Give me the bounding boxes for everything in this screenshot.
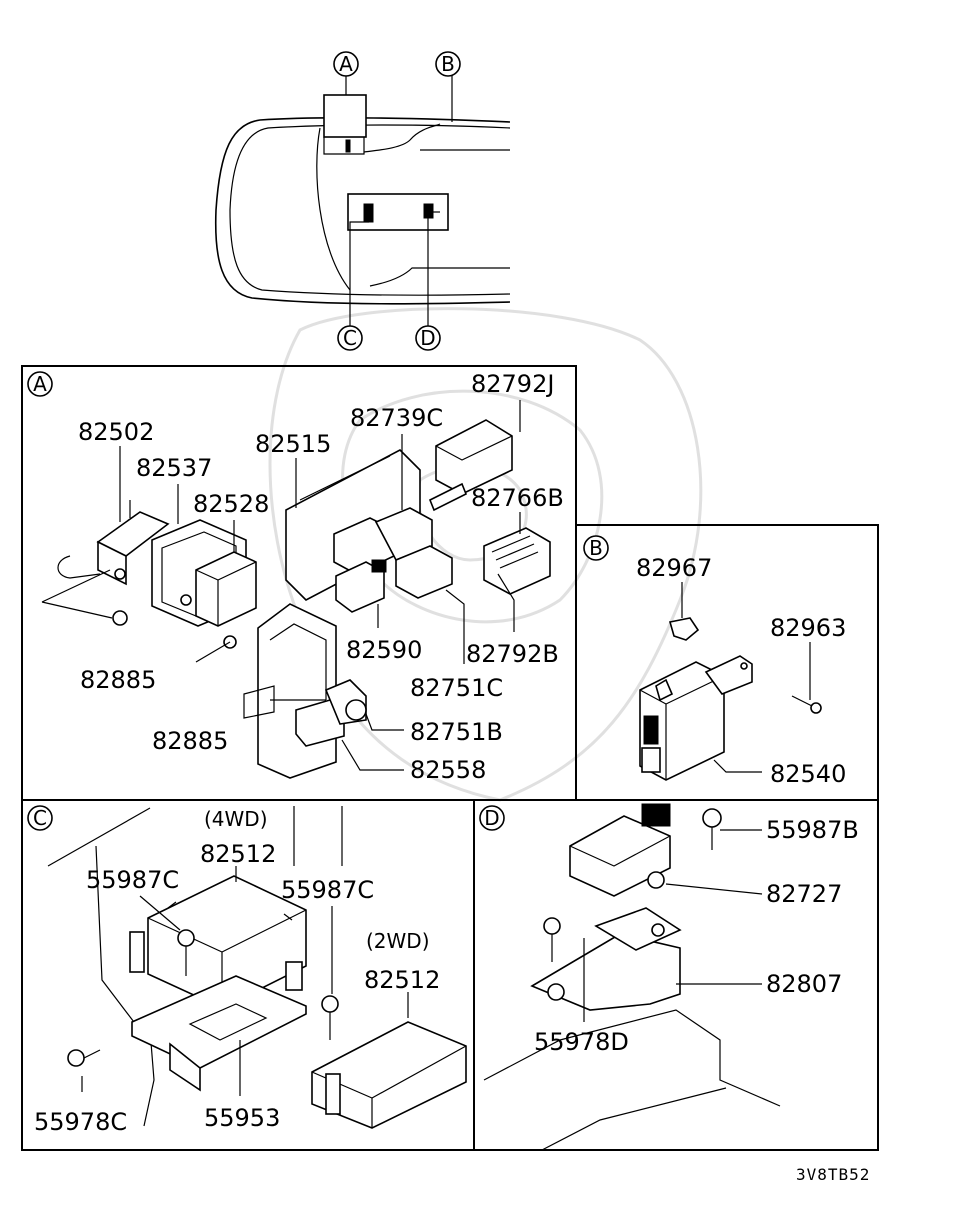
sensor-82512-2wd-drawing — [311, 1021, 467, 1129]
floor-outline-d — [483, 1009, 781, 1151]
label-82751c: 82751C — [410, 674, 503, 702]
section-frames — [21, 365, 879, 1151]
section-b-marker: B — [583, 535, 609, 561]
svg-text:C: C — [33, 806, 47, 830]
locator-marker-a: A — [333, 51, 359, 77]
label-82540: 82540 — [770, 760, 846, 788]
relay-board-82515-drawing — [285, 449, 453, 613]
label-55978c: 55978C — [34, 1108, 127, 1136]
bracket-82502-drawing — [57, 500, 170, 586]
label-82792b: 82792B — [466, 640, 559, 668]
diagram-code: 3V8TB52 — [796, 1165, 870, 1184]
section-c-marker: C — [27, 805, 53, 831]
label-82515: 82515 — [255, 430, 331, 458]
locator-marker-b: B — [435, 51, 461, 77]
svg-text:B: B — [589, 536, 603, 560]
label-82502: 82502 — [78, 418, 154, 446]
label-82751b: 82751B — [410, 718, 503, 746]
vehicle-locator-view — [214, 76, 511, 326]
label-82739c: 82739C — [350, 404, 443, 432]
label-82590: 82590 — [346, 636, 422, 664]
label-55953: 55953 — [204, 1104, 280, 1132]
section-d: D 559 — [479, 803, 859, 1151]
section-a-leaders — [119, 400, 521, 771]
svg-text:A: A — [339, 52, 353, 76]
label-55978d: 55978D — [534, 1028, 629, 1056]
screw-82963-drawing — [791, 695, 822, 714]
label-82528: 82528 — [193, 490, 269, 518]
label-55987b: 55987B — [766, 816, 859, 844]
section-c-leaders — [81, 806, 409, 1096]
bolt-55978d-drawing — [543, 917, 561, 962]
label-82807: 82807 — [766, 970, 842, 998]
svg-text:C: C — [343, 326, 357, 350]
locator-marker-d: D — [415, 325, 441, 351]
floor-outline-c — [47, 807, 155, 1127]
label-82885-left: 82885 — [80, 666, 156, 694]
clip-82967-drawing — [668, 617, 700, 641]
section-d-marker: D — [479, 805, 505, 831]
label-82963: 82963 — [770, 614, 846, 642]
label-55987c-right: 55987C — [281, 876, 374, 904]
svg-text:A: A — [33, 372, 47, 396]
control-unit-82540-drawing — [639, 655, 753, 781]
connector-82766b-drawing — [483, 527, 551, 595]
locator-marker-c: C — [337, 325, 363, 351]
bolt-55987c-drawing — [67, 929, 339, 1067]
svg-text:D: D — [420, 326, 435, 350]
label-55987c-left: 55987C — [86, 866, 179, 894]
svg-text:D: D — [484, 806, 499, 830]
label-82727: 82727 — [766, 880, 842, 908]
svg-text:B: B — [441, 52, 455, 76]
section-c: C — [27, 805, 467, 1136]
relay-82792j-drawing — [428, 419, 513, 512]
label-2wd: (2WD) — [366, 929, 430, 953]
label-4wd: (4WD) — [204, 807, 268, 831]
label-82512-4wd: 82512 — [200, 840, 276, 868]
label-82766b: 82766B — [471, 484, 564, 512]
label-82558: 82558 — [410, 756, 486, 784]
bolt-55987b-drawing — [702, 808, 722, 850]
section-b: B 82967 82963 82540 — [583, 535, 846, 788]
section-d-leaders — [583, 829, 763, 1022]
section-a-marker: A — [27, 371, 53, 397]
bracket-55953-drawing — [129, 931, 307, 1092]
label-82967: 82967 — [636, 554, 712, 582]
junction-block-82558-drawing — [243, 603, 367, 779]
label-82885-center: 82885 — [152, 727, 228, 755]
section-a: A — [27, 370, 564, 784]
label-82792j: 82792J — [471, 370, 554, 398]
sensor-82727-drawing — [569, 803, 671, 897]
bracket-82807-drawing — [530, 907, 682, 1011]
label-82512-2wd: 82512 — [364, 966, 440, 994]
label-82537: 82537 — [136, 454, 212, 482]
